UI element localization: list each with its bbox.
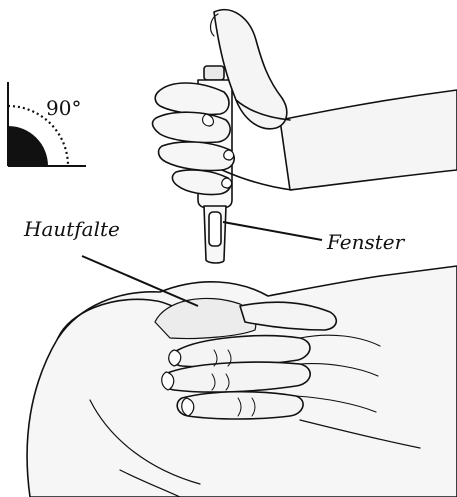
skin-fold-label: Hautfalte xyxy=(24,217,120,241)
lower-hand xyxy=(27,266,457,497)
fenster-leader-line xyxy=(223,222,322,240)
window-label: Fenster xyxy=(327,230,404,254)
angle-label: 90° xyxy=(46,96,81,120)
upper-hand-with-pen xyxy=(153,10,457,263)
angle-icon xyxy=(8,82,86,166)
